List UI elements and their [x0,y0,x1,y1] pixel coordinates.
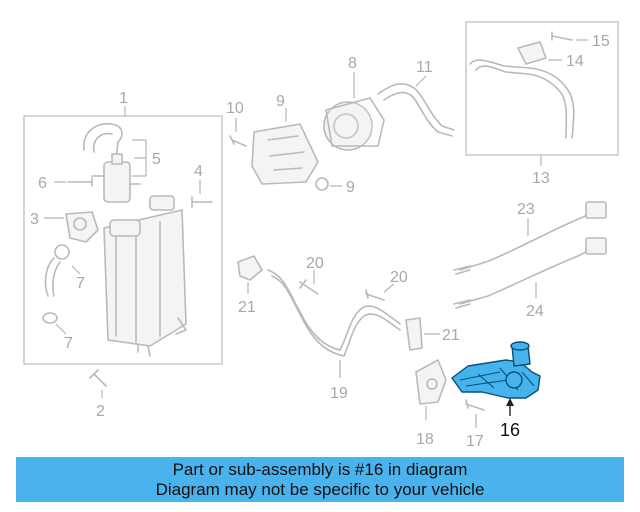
pump-8 [323,101,373,151]
info-banner: Part or sub-assembly is #16 in diagram D… [16,457,624,502]
hose-14 [469,59,575,139]
pipe-19 [267,269,401,351]
gasket-18 [415,359,447,405]
banner-line-2: Diagram may not be specific to your vehi… [155,480,485,499]
callout-6: 6 [38,175,47,192]
highlighted-part-16[interactable] [451,341,541,399]
purge-valve [103,161,131,203]
callout-15: 15 [592,33,610,50]
charcoal-canister [103,209,187,347]
callout-4: 4 [194,163,203,180]
callout-12: 11 [416,59,433,76]
callout-14: 14 [566,53,584,70]
clip-21 [405,317,423,351]
callout-22: 21 [238,299,256,316]
sensor-24 [459,249,591,305]
purge-hose [83,123,123,161]
sensor-23 [459,213,591,271]
callout-23: 23 [517,201,535,218]
hose-group-box [465,21,619,156]
callout-18: 18 [416,431,434,448]
callout-19: 19 [330,385,348,402]
callout-21: 21 [442,327,460,344]
callout-11: 10 [226,100,244,117]
callout-9: 9 [346,179,355,196]
callout-2: 2 [96,403,105,420]
parts-diagram: 1 13 5 6 4 3 7 7 2 10 9 [23,21,619,450]
callout-1: 1 [119,90,128,107]
callout-5: 5 [152,151,161,168]
callout-7a: 7 [76,275,85,292]
hose-12 [377,82,455,131]
callout-13: 13 [532,170,550,187]
valve-3 [65,211,99,243]
callout-16: 16 [500,420,520,440]
callout-3: 3 [30,211,39,228]
callout-17: 17 [466,433,484,450]
canister-group-box [23,115,223,365]
callout-24: 24 [526,303,544,320]
callout-10: 9 [276,93,285,110]
callout-8: 8 [348,55,357,72]
gasket-22 [237,255,263,281]
callout-7b: 7 [64,335,73,352]
callout-20a: 20 [306,255,324,272]
banner-line-1: Part or sub-assembly is #16 in diagram [172,460,468,479]
callout-20b: 20 [390,269,408,286]
